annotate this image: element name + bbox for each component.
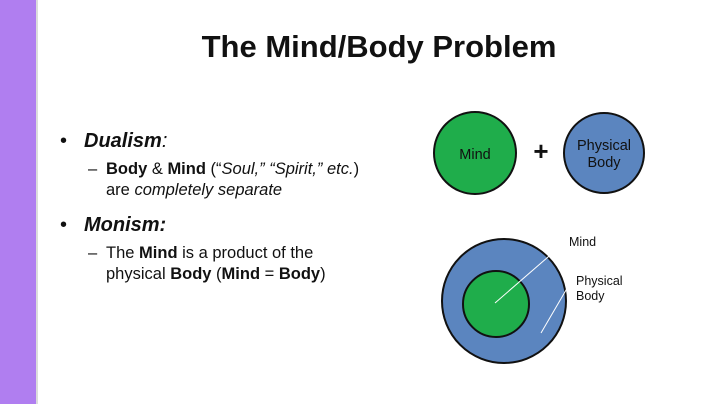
dualism-amp: &: [147, 160, 168, 178]
mind-leader-line: [494, 243, 564, 304]
monism-physical: physical: [106, 265, 171, 283]
bullet-dualism: Dualism:: [60, 128, 420, 154]
body-circle-label-line2: Body: [587, 155, 621, 171]
mind-circle-label: Mind: [459, 147, 490, 163]
monism-body-word: Body: [170, 265, 212, 283]
monism-eq-mind: Mind: [221, 265, 261, 283]
dualism-close-paren: ): [353, 160, 360, 178]
monism-open-paren: (: [211, 265, 222, 283]
dualism-open-paren: (“: [205, 160, 222, 178]
dualism-soul-spirit: Soul,” “Spirit,” etc.: [221, 160, 354, 178]
inner-mind-label: Mind: [569, 235, 596, 249]
slide-title: The Mind/Body Problem: [201, 29, 557, 64]
outer-body-label-line1: Physical: [576, 274, 623, 288]
plus-sign: +: [533, 136, 548, 166]
monism-dash: –: [88, 244, 98, 262]
dualism-mind-word: Mind: [167, 160, 206, 178]
dualism-colon: :: [161, 130, 168, 152]
dualism-are: are: [106, 181, 135, 199]
mind-circle: [433, 111, 517, 195]
dualism-term: Dualism: [84, 130, 162, 152]
monism-mind-word: Mind: [139, 244, 178, 262]
monism-term: Monism:: [84, 214, 167, 236]
monism-equals: =: [260, 265, 279, 283]
sidebar-accent-bar: [0, 0, 36, 404]
monism-detail: –The Mind is a product of the physical Bo…: [60, 243, 420, 285]
inner-mind-circle: [462, 270, 530, 338]
outer-body-label-line2: Body: [576, 289, 605, 303]
sidebar-divider: [36, 0, 38, 404]
dualism-detail: –Body & Mind (“Soul,” “Spirit,” etc.) are…: [60, 159, 420, 201]
dualism-body-word: Body: [106, 160, 148, 178]
monism-eq-body: Body: [278, 265, 321, 283]
bullet-list: Dualism: –Body & Mind (“Soul,” “Spirit,”…: [60, 128, 420, 285]
dualism-dash: –: [88, 160, 98, 178]
body-circle-label-line1: Physical: [577, 138, 631, 154]
body-circle: [563, 112, 645, 194]
bullet-monism: Monism:: [60, 212, 420, 238]
body-leader-line: [540, 284, 570, 334]
monism-the: The: [106, 244, 140, 262]
dualism-separate: completely separate: [134, 181, 283, 199]
monism-product-text: is a product of the: [177, 244, 314, 262]
monism-close-paren: ): [320, 265, 326, 283]
